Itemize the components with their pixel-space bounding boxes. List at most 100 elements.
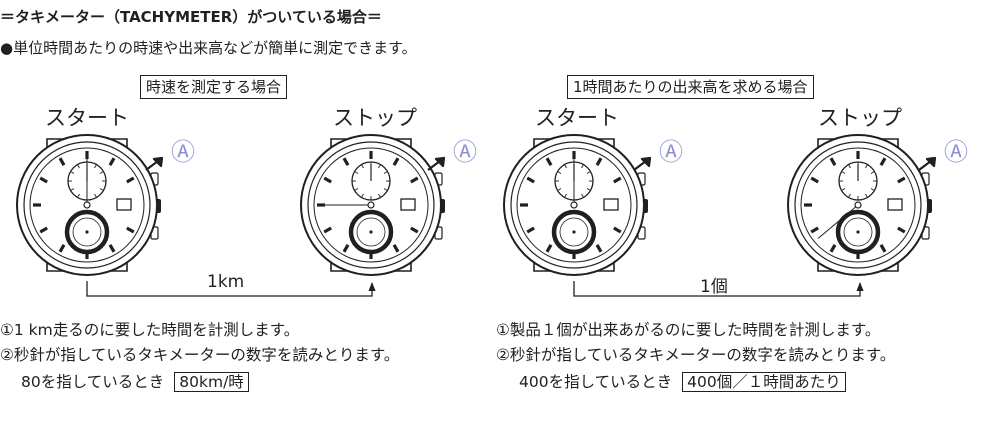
output-stop-seconds-hand (817, 204, 859, 239)
speed-stop-subdial-tick (361, 164, 364, 169)
output-stop-hour-marker (897, 226, 906, 234)
speed-start-hour-marker (58, 157, 66, 166)
speed-start-subdial-tick (94, 164, 97, 169)
speed-stop-hour-marker (392, 157, 400, 166)
output-start-hour-marker (595, 244, 603, 253)
output-start-hand-pivot (570, 201, 578, 209)
speed-stop-subdial-tick (354, 171, 359, 174)
speed-start-hour-marker (39, 226, 48, 234)
speed-stop-label: ストップ (333, 106, 417, 130)
speed-stop-subdial-tick (383, 188, 388, 191)
output-start-subdial-tick (557, 188, 562, 191)
output-stop-subdial-tick (848, 193, 851, 198)
output-start-subdial-tick (581, 164, 584, 169)
speed-stop-subdial-tick (383, 171, 388, 174)
output-stop-subdial-tick (865, 193, 868, 198)
speed-start-subdial-tick (77, 164, 80, 169)
output-stop-bezel (794, 141, 922, 269)
speed-start-hour-marker (126, 226, 135, 234)
output-start-hour-marker (545, 157, 553, 166)
output-stop-date-window (887, 198, 903, 211)
output-start-watch-icon (503, 134, 648, 276)
speed-start-hand-pivot (83, 201, 91, 209)
speed-start-bezel (23, 141, 151, 269)
speed-stop-hand-pivot (367, 201, 375, 209)
speed-stop-subdial-tick (378, 193, 381, 198)
output-stop-subdial-pivot (856, 230, 860, 234)
speed-stop-button-a: Ⓐ (427, 138, 477, 171)
speed-start-subdial-tick (77, 193, 80, 198)
speed-stop-hour-marker (410, 176, 419, 184)
speed-start-subdial-tick (94, 193, 97, 198)
speed-stop-watch-icon (300, 134, 445, 276)
speed-stop-subdial-tick (354, 188, 359, 191)
speed-step-1: ①1 km走るのに要した時間を計測します。 (0, 321, 300, 339)
speed-start-subdial-inner (72, 217, 102, 247)
speed-case-label: 時速を測定する場合 (140, 75, 288, 99)
speed-start-hour-marker (39, 176, 48, 184)
output-stop-watch-icon (787, 134, 932, 276)
output-start-label: スタート (535, 106, 619, 130)
speed-stop-subdial-pivot (369, 230, 373, 234)
speed-timeline-bracket (86, 281, 376, 297)
output-start-button-a-push-arrow-icon (633, 156, 652, 171)
output-stop-button-a-letter-marker: Ⓐ (944, 138, 968, 166)
output-start-bezel (510, 141, 638, 269)
speed-start-hour-marker (108, 244, 116, 253)
output-stop-hour-marker (879, 244, 887, 253)
speed-start-button-a-letter-marker: Ⓐ (171, 138, 195, 166)
output-stop-subdial-tick (865, 164, 868, 169)
speed-stop-subdial-tick (378, 164, 381, 169)
speed-stop-subdial-inner (356, 217, 386, 247)
output-stop-hand-pivot (854, 201, 862, 209)
output-stop-button-a: Ⓐ (918, 138, 968, 171)
speed-start-date-window (116, 198, 132, 211)
speed-start-hour-marker (126, 176, 135, 184)
output-start-subdial-tick (586, 188, 591, 191)
speed-start-hour-marker (108, 157, 116, 166)
output-stop-hour-marker (810, 176, 819, 184)
output-stop-label: ストップ (818, 106, 902, 130)
output-stop-hour-marker (879, 157, 887, 166)
speed-result: 80km/時 (174, 372, 249, 392)
output-stop-button-a-push-arrow-icon (918, 156, 937, 171)
output-start-subdial-tick (557, 171, 562, 174)
speed-start-subdial-tick (70, 171, 75, 174)
speed-reading: 80を指しているとき 80km/時 (21, 370, 249, 392)
output-start-button-a-letter-marker: Ⓐ (659, 138, 683, 166)
speed-start-subdial-tick (99, 188, 104, 191)
speed-reading-text: 80を指しているとき (21, 373, 165, 391)
output-start-subdial-pivot (572, 230, 576, 234)
speed-start-hour-marker (58, 244, 66, 253)
speed-step-2: ②秒針が指しているタキメーターの数字を読みとります。 (0, 346, 400, 364)
output-start-subdial-tick (564, 164, 567, 169)
page-heading: ＝タキメーター（TACHYMETER）がついている場合＝ (0, 8, 382, 26)
output-stop-subdial-tick (841, 171, 846, 174)
output-stop-subdial-inner (843, 217, 873, 247)
speed-start-watch-icon (16, 134, 161, 276)
output-timeline-bracket (573, 281, 864, 297)
speed-stop-hour-marker (342, 244, 350, 253)
output-start-dial (516, 147, 632, 263)
output-stop-hour-marker (810, 226, 819, 234)
output-start-hour-marker (526, 176, 535, 184)
output-start-hour-marker (595, 157, 603, 166)
speed-start-label: スタート (45, 106, 129, 130)
output-reading-text: 400を指しているとき (519, 373, 673, 391)
output-start-subdial-tick (564, 193, 567, 198)
output-step-1: ①製品１個が出来あがるのに要した時間を計測します。 (496, 321, 881, 339)
output-start-subdial-tick (581, 193, 584, 198)
speed-stop-button-a-push-arrow-icon (427, 156, 446, 171)
speed-stop-date-window (400, 198, 416, 211)
output-start-hour-marker (613, 176, 622, 184)
speed-start-dial (29, 147, 145, 263)
output-start-subdial-inner (559, 217, 589, 247)
speed-stop-hour-marker (342, 157, 350, 166)
speed-stop-button-a-letter-marker: Ⓐ (453, 138, 477, 166)
output-start-hour-marker (613, 226, 622, 234)
output-stop-hour-marker (829, 244, 837, 253)
output-stop-dial (800, 147, 916, 263)
speed-start-button-a-push-arrow-icon (145, 156, 164, 171)
speed-start-subdial-tick (70, 188, 75, 191)
